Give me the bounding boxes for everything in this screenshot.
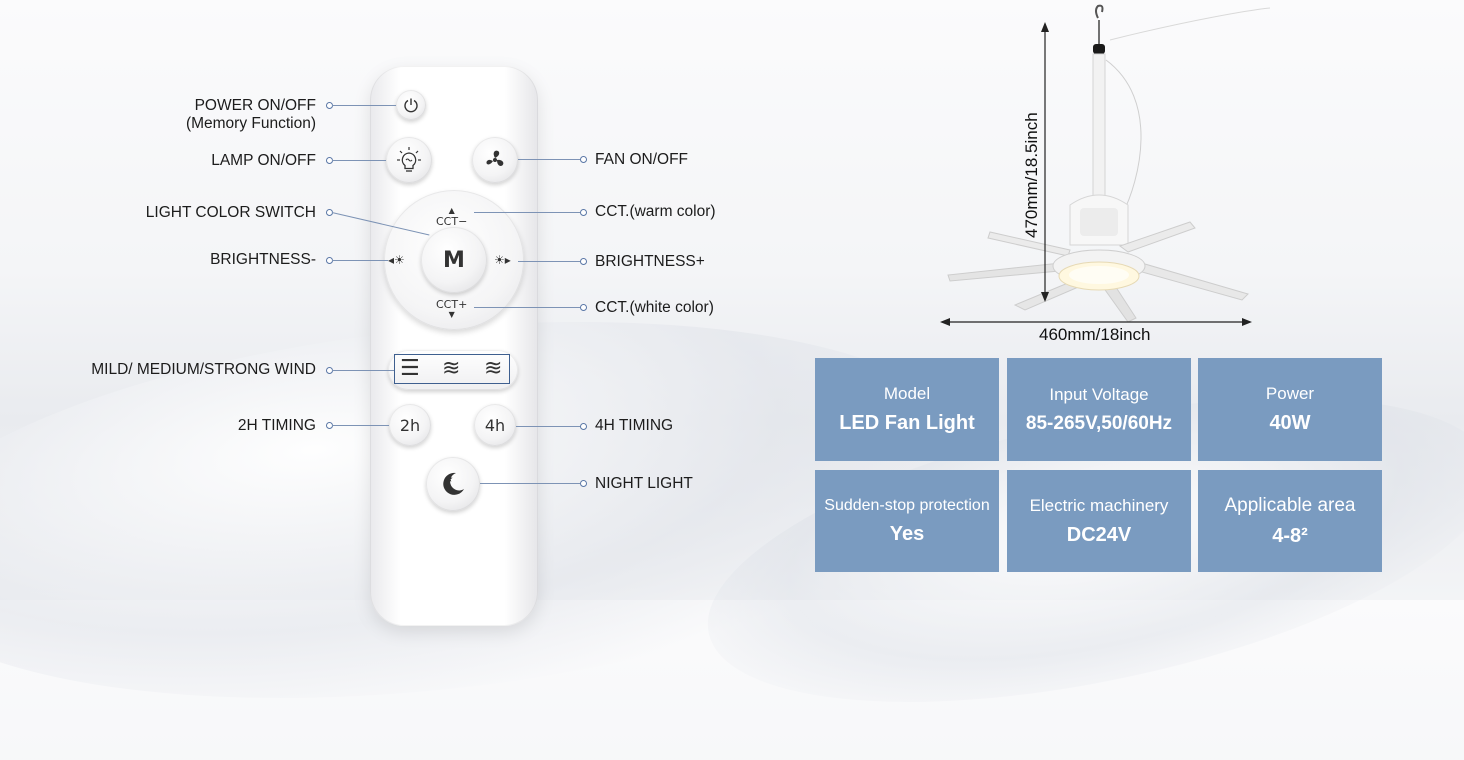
spec-key: Input Voltage: [1049, 384, 1149, 404]
spec-key: Sudden-stop protection: [824, 496, 990, 514]
fan-button[interactable]: [472, 137, 518, 183]
brightness-minus-button[interactable]: ◂☀: [388, 253, 405, 267]
down-arrow-icon: ▼: [448, 310, 455, 319]
fan-label: FAN ON/OFF: [595, 151, 688, 168]
leader-line: [332, 425, 389, 426]
timer-2h-label: 2h: [399, 415, 421, 435]
timer-2h-button[interactable]: 2h: [389, 404, 431, 446]
spec-key: Model: [883, 384, 931, 403]
ceiling-fan-image: [940, 4, 1271, 326]
leader-line: [474, 307, 580, 308]
sun-right-icon: ☀▸: [494, 253, 511, 267]
fan-illustration: [930, 0, 1271, 350]
spec-model: Model LED Fan Light: [815, 358, 999, 461]
cct-white-label: CCT.(white color): [595, 299, 714, 316]
power-button[interactable]: [396, 90, 426, 120]
leader-line: [332, 260, 388, 261]
spec-key: Power: [1265, 384, 1315, 403]
spec-applicable-area: Applicable area 4-8²: [1198, 470, 1382, 572]
cct-plus-button[interactable]: CCT+ ▼: [436, 298, 467, 319]
timing-2h-label: 2H TIMING: [237, 417, 316, 434]
wind-strong-icon[interactable]: ≋: [484, 356, 503, 381]
width-dimension-label: 460mm/18inch: [1039, 325, 1151, 344]
spec-key: Electric machinery: [1029, 495, 1169, 515]
leader-dot: [580, 480, 587, 487]
spec-value: 85-265V,50/60Hz: [1025, 412, 1173, 434]
power-icon: [404, 98, 418, 113]
cct-minus-label: CCT−: [436, 215, 468, 228]
leader-line: [518, 261, 580, 262]
brightness-plus-label: BRIGHTNESS+: [595, 253, 705, 270]
spec-electric-machinery: Electric machinery DC24V: [1007, 470, 1191, 572]
lamp-label: LAMP ON/OFF: [211, 152, 316, 169]
cct-warm-label: CCT.(warm color): [595, 203, 716, 220]
brightness-plus-button[interactable]: ☀▸: [494, 253, 511, 267]
lamp-button[interactable]: [386, 137, 432, 183]
cct-plus-label: CCT+: [436, 298, 468, 311]
spec-sudden-stop: Sudden-stop protection Yes: [815, 470, 999, 572]
spec-value: 40W: [1269, 412, 1311, 434]
leader-dot: [580, 156, 587, 163]
power-label: POWER ON/OFF (Memory Function): [140, 97, 316, 133]
leader-dot: [580, 258, 587, 265]
leader-dot: [580, 423, 587, 430]
night-light-label: NIGHT LIGHT: [595, 475, 693, 492]
wind-label: MILD/ MEDIUM/STRONG WIND: [91, 361, 316, 378]
power-label-sub: (Memory Function): [185, 115, 316, 132]
wind-mild-icon[interactable]: ☰: [400, 356, 420, 381]
leader-line: [332, 370, 394, 371]
leader-line: [474, 212, 580, 213]
spec-value: DC24V: [1066, 523, 1132, 546]
timing-4h-label: 4H TIMING: [595, 417, 674, 434]
spec-input-voltage: Input Voltage 85-265V,50/60Hz: [1007, 358, 1191, 461]
leader-line: [516, 426, 580, 427]
light-color-label: LIGHT COLOR SWITCH: [145, 204, 316, 221]
spec-power: Power 40W: [1198, 358, 1382, 461]
wind-highlight-box: [394, 354, 510, 384]
bulb-icon: [397, 147, 421, 172]
spec-key: Applicable area: [1224, 494, 1356, 516]
mode-label: M: [443, 247, 465, 273]
leader-line: [332, 160, 386, 161]
sun-left-icon: ◂☀: [388, 253, 405, 267]
fan-icon: [486, 150, 504, 166]
spec-value: LED Fan Light: [839, 412, 975, 434]
leader-line: [518, 159, 580, 160]
up-arrow-icon: ▲: [448, 206, 455, 215]
spec-value: Yes: [889, 522, 925, 545]
power-label-main: POWER ON/OFF: [194, 97, 316, 114]
leader-dot: [580, 209, 587, 216]
cct-minus-button[interactable]: ▲ CCT−: [436, 206, 468, 229]
timer-4h-label: 4h: [484, 415, 506, 435]
leader-dot: [580, 304, 587, 311]
leader-line: [332, 105, 396, 106]
spec-value: 4-8²: [1272, 524, 1308, 547]
moon-icon: [443, 472, 464, 495]
wind-medium-icon[interactable]: ≋: [442, 356, 461, 381]
leader-line: [480, 483, 580, 484]
mode-button[interactable]: M: [421, 227, 487, 293]
timer-4h-button[interactable]: 4h: [474, 404, 516, 446]
height-dimension-label: 470mm/18.5inch: [1022, 112, 1041, 238]
night-light-button[interactable]: [426, 457, 480, 511]
brightness-minus-label: BRIGHTNESS-: [210, 251, 316, 268]
